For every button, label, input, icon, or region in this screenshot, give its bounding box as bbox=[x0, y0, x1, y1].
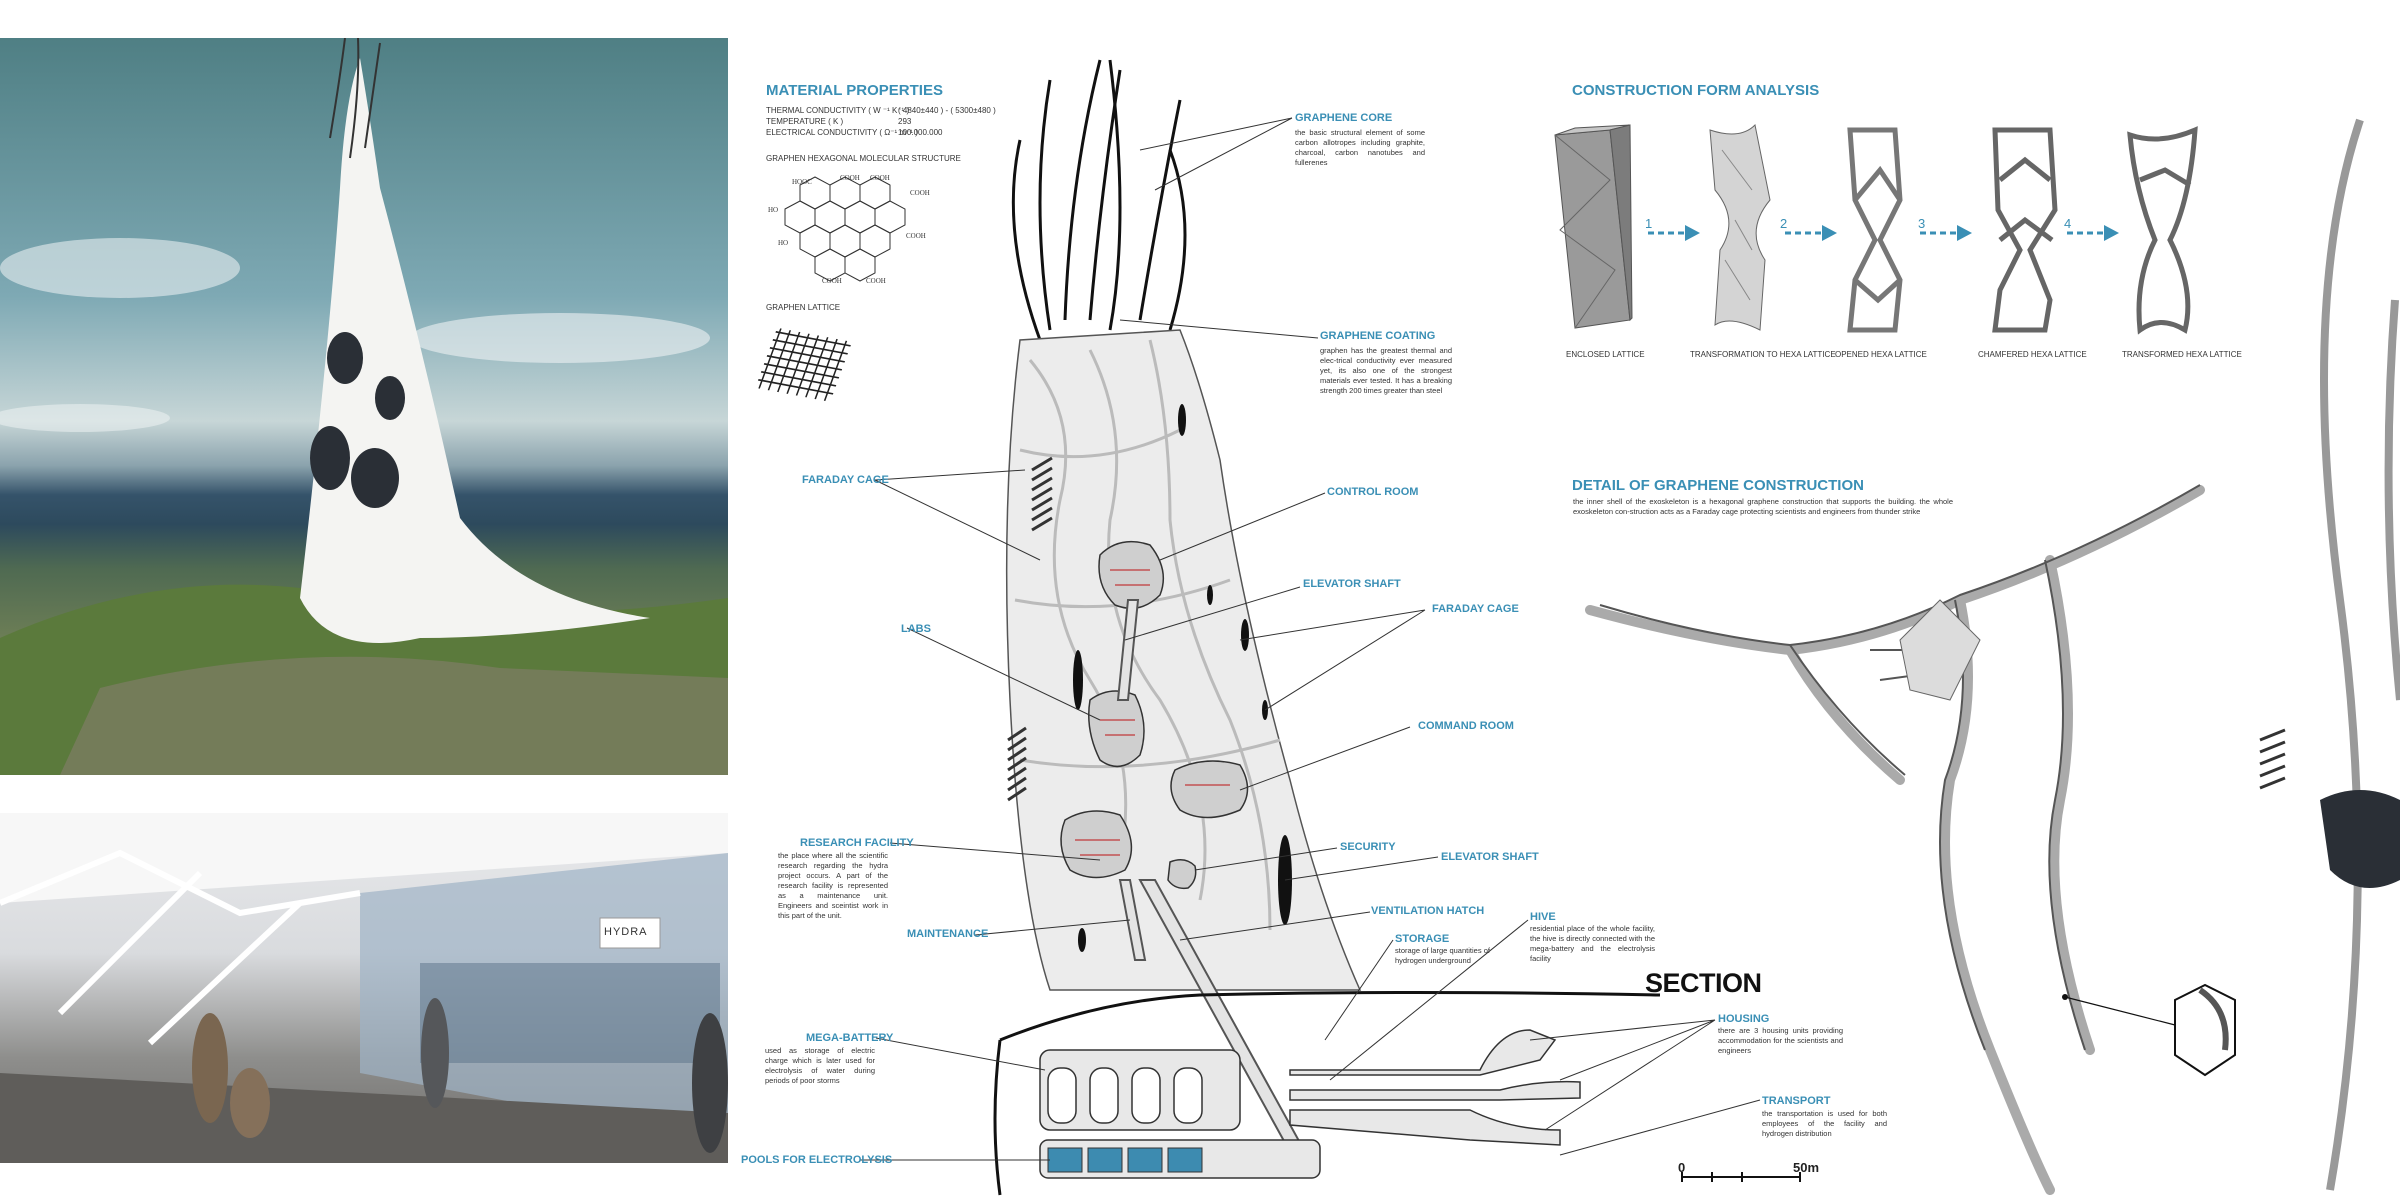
hive-text: residential place of the whole facility,… bbox=[1530, 924, 1655, 963]
elevator-shaft-label-1: ELEVATOR SHAFT bbox=[1303, 578, 1401, 590]
mega-battery-text: used as storage of electric charge which… bbox=[765, 1046, 875, 1085]
pools-for-electrolysis-label: POOLS FOR ELECTROLYSIS bbox=[741, 1154, 893, 1166]
material-row-2-value: 293 bbox=[898, 117, 912, 126]
graphene-core-text: the basic structural element of some car… bbox=[1295, 128, 1425, 167]
step-1: 1 bbox=[1645, 216, 1653, 231]
graphene-lattice-label: GRAPHEN LATTICE bbox=[766, 303, 841, 312]
housing-text: there are 3 housing units providing acco… bbox=[1718, 1026, 1843, 1055]
material-row-2-name: TEMPERATURE ( K ) bbox=[766, 117, 844, 126]
detail-graphene-title: DETAIL OF GRAPHENE CONSTRUCTION bbox=[1572, 477, 1864, 494]
security-label: SECURITY bbox=[1340, 841, 1396, 853]
control-room-label: CONTROL ROOM bbox=[1327, 486, 1419, 498]
form-label-transformation: TRANSFORMATION TO HEXA LATTICE bbox=[1690, 350, 1836, 359]
section-title: SECTION bbox=[1645, 968, 1762, 998]
molecular-structure-label: GRAPHEN HEXAGONAL MOLECULAR STRUCTURE bbox=[766, 154, 961, 163]
ventilation-hatch-label: VENTILATION HATCH bbox=[1371, 905, 1485, 917]
research-facility-text: the place where all the scientific resea… bbox=[778, 851, 888, 920]
transport-text: the transportation is used for both empl… bbox=[1762, 1109, 1887, 1138]
storage-label: STORAGE bbox=[1395, 933, 1450, 945]
scale-bar-start: 0 bbox=[1678, 1160, 1686, 1175]
material-row-1-value: ( 4840±440 ) - ( 5300±480 ) bbox=[898, 106, 996, 115]
detail-graphene-text: the inner shell of the exoskeleton is a … bbox=[1573, 497, 1953, 516]
faraday-cage-left-label: FARADAY CAGE bbox=[802, 474, 889, 486]
graphene-core-label: GRAPHENE CORE bbox=[1295, 112, 1393, 124]
graphene-coating-label: GRAPHENE COATING bbox=[1320, 330, 1436, 342]
research-facility-label: RESEARCH FACILITY bbox=[800, 837, 914, 849]
step-2: 2 bbox=[1780, 216, 1788, 231]
mega-battery-label: MEGA-BATTERY bbox=[806, 1032, 894, 1044]
material-row-3-value: 100.000.000 bbox=[898, 128, 943, 137]
faraday-cage-right-label: FARADAY CAGE bbox=[1432, 603, 1519, 615]
exterior-render bbox=[0, 38, 728, 775]
form-label-transformed: TRANSFORMED HEXA LATTICE bbox=[2122, 350, 2242, 359]
material-properties-title: MATERIAL PROPERTIES bbox=[766, 82, 943, 99]
form-label-enclosed: ENCLOSED LATTICE bbox=[1566, 350, 1645, 359]
maintenance-label: MAINTENANCE bbox=[907, 928, 989, 940]
form-label-opened: OPENED HEXA LATTICE bbox=[1835, 350, 1927, 359]
housing-label: HOUSING bbox=[1718, 1013, 1770, 1025]
transport-label: TRANSPORT bbox=[1762, 1095, 1831, 1107]
construction-form-title: CONSTRUCTION FORM ANALYSIS bbox=[1572, 82, 1820, 99]
graphene-coating-text: graphen has the greatest thermal and ele… bbox=[1320, 346, 1452, 395]
form-label-chamfered: CHAMFERED HEXA LATTICE bbox=[1978, 350, 2087, 359]
scale-bar-end: 50m bbox=[1793, 1160, 1820, 1175]
labs-label: LABS bbox=[901, 623, 931, 635]
hydra-sign: HYDRA bbox=[604, 926, 648, 938]
command-room-label: COMMAND ROOM bbox=[1418, 720, 1514, 732]
material-row-3-name: ELECTRICAL CONDUCTIVITY ( Ω⁻¹ m⁻¹ ) bbox=[766, 128, 918, 137]
storage-text: storage of large quantities of hydrogen … bbox=[1395, 946, 1490, 965]
interior-render: HYDRA bbox=[0, 813, 728, 1163]
step-3: 3 bbox=[1918, 216, 1926, 231]
material-row-1-name: THERMAL CONDUCTIVITY ( W ⁻¹ K⁻¹ ) bbox=[766, 106, 910, 115]
elevator-shaft-label-2: ELEVATOR SHAFT bbox=[1441, 851, 1539, 863]
hive-label: HIVE bbox=[1530, 911, 1556, 923]
step-4: 4 bbox=[2064, 216, 2072, 231]
